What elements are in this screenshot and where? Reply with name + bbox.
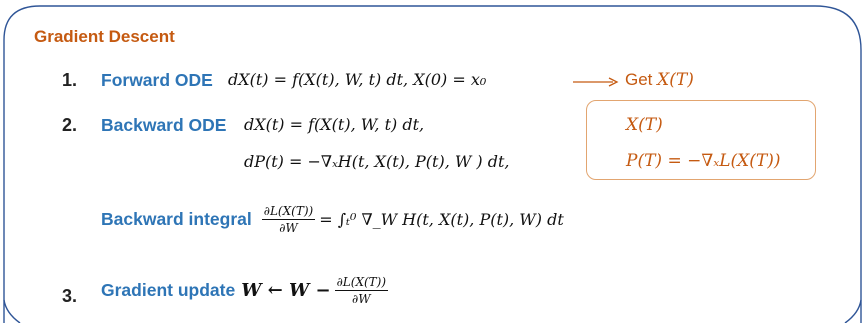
get-label: Get <box>625 70 653 89</box>
update-lhs: W ← W − <box>241 280 331 301</box>
gradient-update-label: Gradient update <box>101 280 236 300</box>
forward-result-label: Get X(T) <box>625 70 694 90</box>
forward-ode-equation: dX(t) = f(X(t), W, t) dt, X(0) = x₀ <box>228 70 487 89</box>
step-3-number: 3. <box>62 286 78 306</box>
box-x-of-t: X(T) <box>626 115 663 135</box>
integral-fraction: ∂L(X(T)) ∂W <box>261 204 316 235</box>
terminal-conditions-box <box>586 100 816 180</box>
integral-rhs: = ∫ₜ⁰ ∇_W H(t, X(t), P(t), W) dt <box>319 210 564 229</box>
section-title: Gradient Descent <box>34 27 175 46</box>
backward-ode-equation-1: dX(t) = f(X(t), W, t) dt, <box>244 115 425 134</box>
update-fraction: ∂L(X(T)) ∂W <box>334 275 389 306</box>
update-frac-numerator: ∂L(X(T)) <box>334 275 389 291</box>
step-2-number: 2. <box>62 115 78 135</box>
arrow-icon <box>573 77 619 87</box>
step-1-number: 1. <box>62 70 78 90</box>
forward-ode-label: Forward ODE <box>101 70 213 90</box>
integral-frac-numerator: ∂L(X(T)) <box>261 204 316 220</box>
backward-integral-row: Backward integral ∂L(X(T)) ∂W = ∫ₜ⁰ ∇_W … <box>101 204 564 235</box>
gradient-update-row: Gradient update W ← W − ∂L(X(T)) ∂W <box>101 275 392 306</box>
get-x-of-t: X(T) <box>657 70 694 90</box>
backward-ode-equation-2: dP(t) = −∇ₓH(t, X(t), P(t), W ) dt, <box>244 152 510 171</box>
integral-frac-denominator: ∂W <box>279 221 298 235</box>
backward-integral-label: Backward integral <box>101 209 252 229</box>
update-frac-denominator: ∂W <box>352 292 371 306</box>
box-p-of-t: P(T) = −∇ₓL(X(T)) <box>626 151 781 171</box>
backward-ode-label: Backward ODE <box>101 115 227 135</box>
